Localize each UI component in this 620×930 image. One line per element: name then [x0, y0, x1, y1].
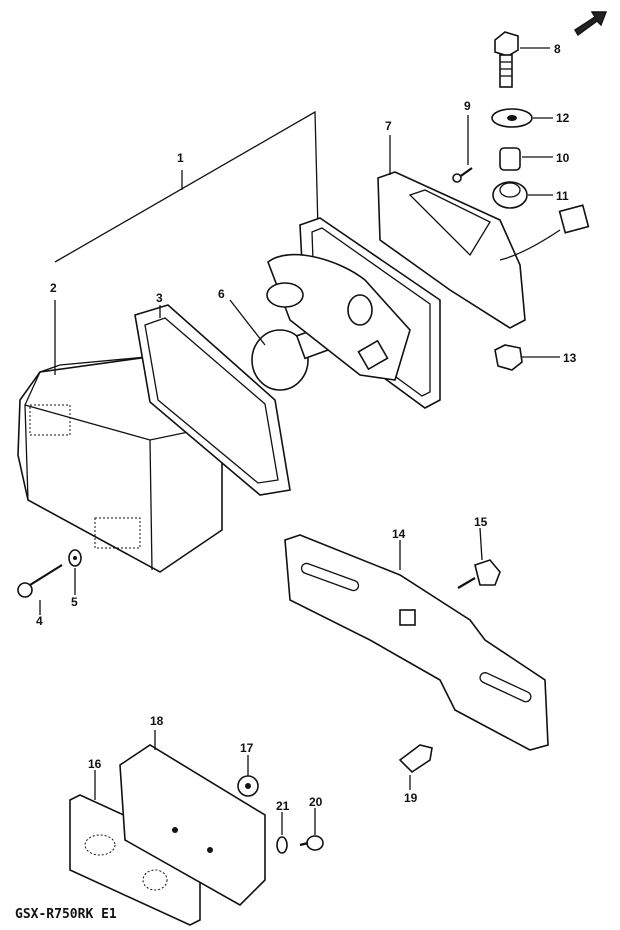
label-4: 4	[36, 614, 43, 628]
part-8-bolt	[494, 31, 519, 88]
part-7-bracket	[377, 171, 561, 329]
label-19: 19	[404, 791, 418, 805]
part-10-spacer	[499, 147, 521, 171]
part-17-nut	[237, 775, 259, 797]
label-5: 5	[71, 595, 78, 609]
label-17: 17	[240, 741, 254, 755]
label-12: 12	[556, 111, 570, 125]
part-3-gasket	[134, 304, 291, 496]
part-4-screw	[17, 564, 63, 598]
part-13-nut	[494, 344, 523, 371]
lamp-housing	[266, 217, 441, 409]
callout-labels: 1 2 3 4 5 6 7 8 9 10 11 12 13 14 15 16 1…	[36, 42, 577, 813]
part-1-bracket	[54, 110, 319, 263]
label-9: 9	[464, 99, 471, 113]
part-5-washer	[68, 549, 82, 567]
label-20: 20	[309, 795, 323, 809]
label-18: 18	[150, 714, 164, 728]
wire-connector	[558, 204, 590, 234]
label-1: 1	[177, 151, 184, 165]
part-20-screw	[299, 835, 324, 851]
label-3: 3	[156, 291, 163, 305]
label-15: 15	[474, 515, 488, 529]
label-21: 21	[276, 799, 290, 813]
label-2: 2	[50, 281, 57, 295]
leader-lines	[39, 47, 560, 835]
part-18-reflector-bracket	[119, 744, 266, 906]
diagram-caption: GSX-R750RK E1	[15, 907, 117, 922]
label-16: 16	[88, 757, 102, 771]
label-14: 14	[392, 527, 406, 541]
label-13: 13	[563, 351, 577, 365]
part-12-washer	[491, 108, 533, 128]
part-21-washer	[276, 836, 288, 854]
part-14-license-bracket	[284, 534, 549, 751]
label-7: 7	[385, 119, 392, 133]
label-11: 11	[556, 189, 569, 203]
part-9-screw	[452, 167, 473, 183]
label-10: 10	[556, 151, 570, 165]
label-6: 6	[218, 287, 225, 301]
direction-arrow-icon	[574, 11, 608, 37]
part-16-reflector	[69, 794, 201, 926]
label-8: 8	[554, 42, 561, 56]
part-11-grommet	[492, 181, 528, 209]
part-15-bolt	[457, 559, 501, 589]
part-19-rivet	[398, 744, 433, 774]
